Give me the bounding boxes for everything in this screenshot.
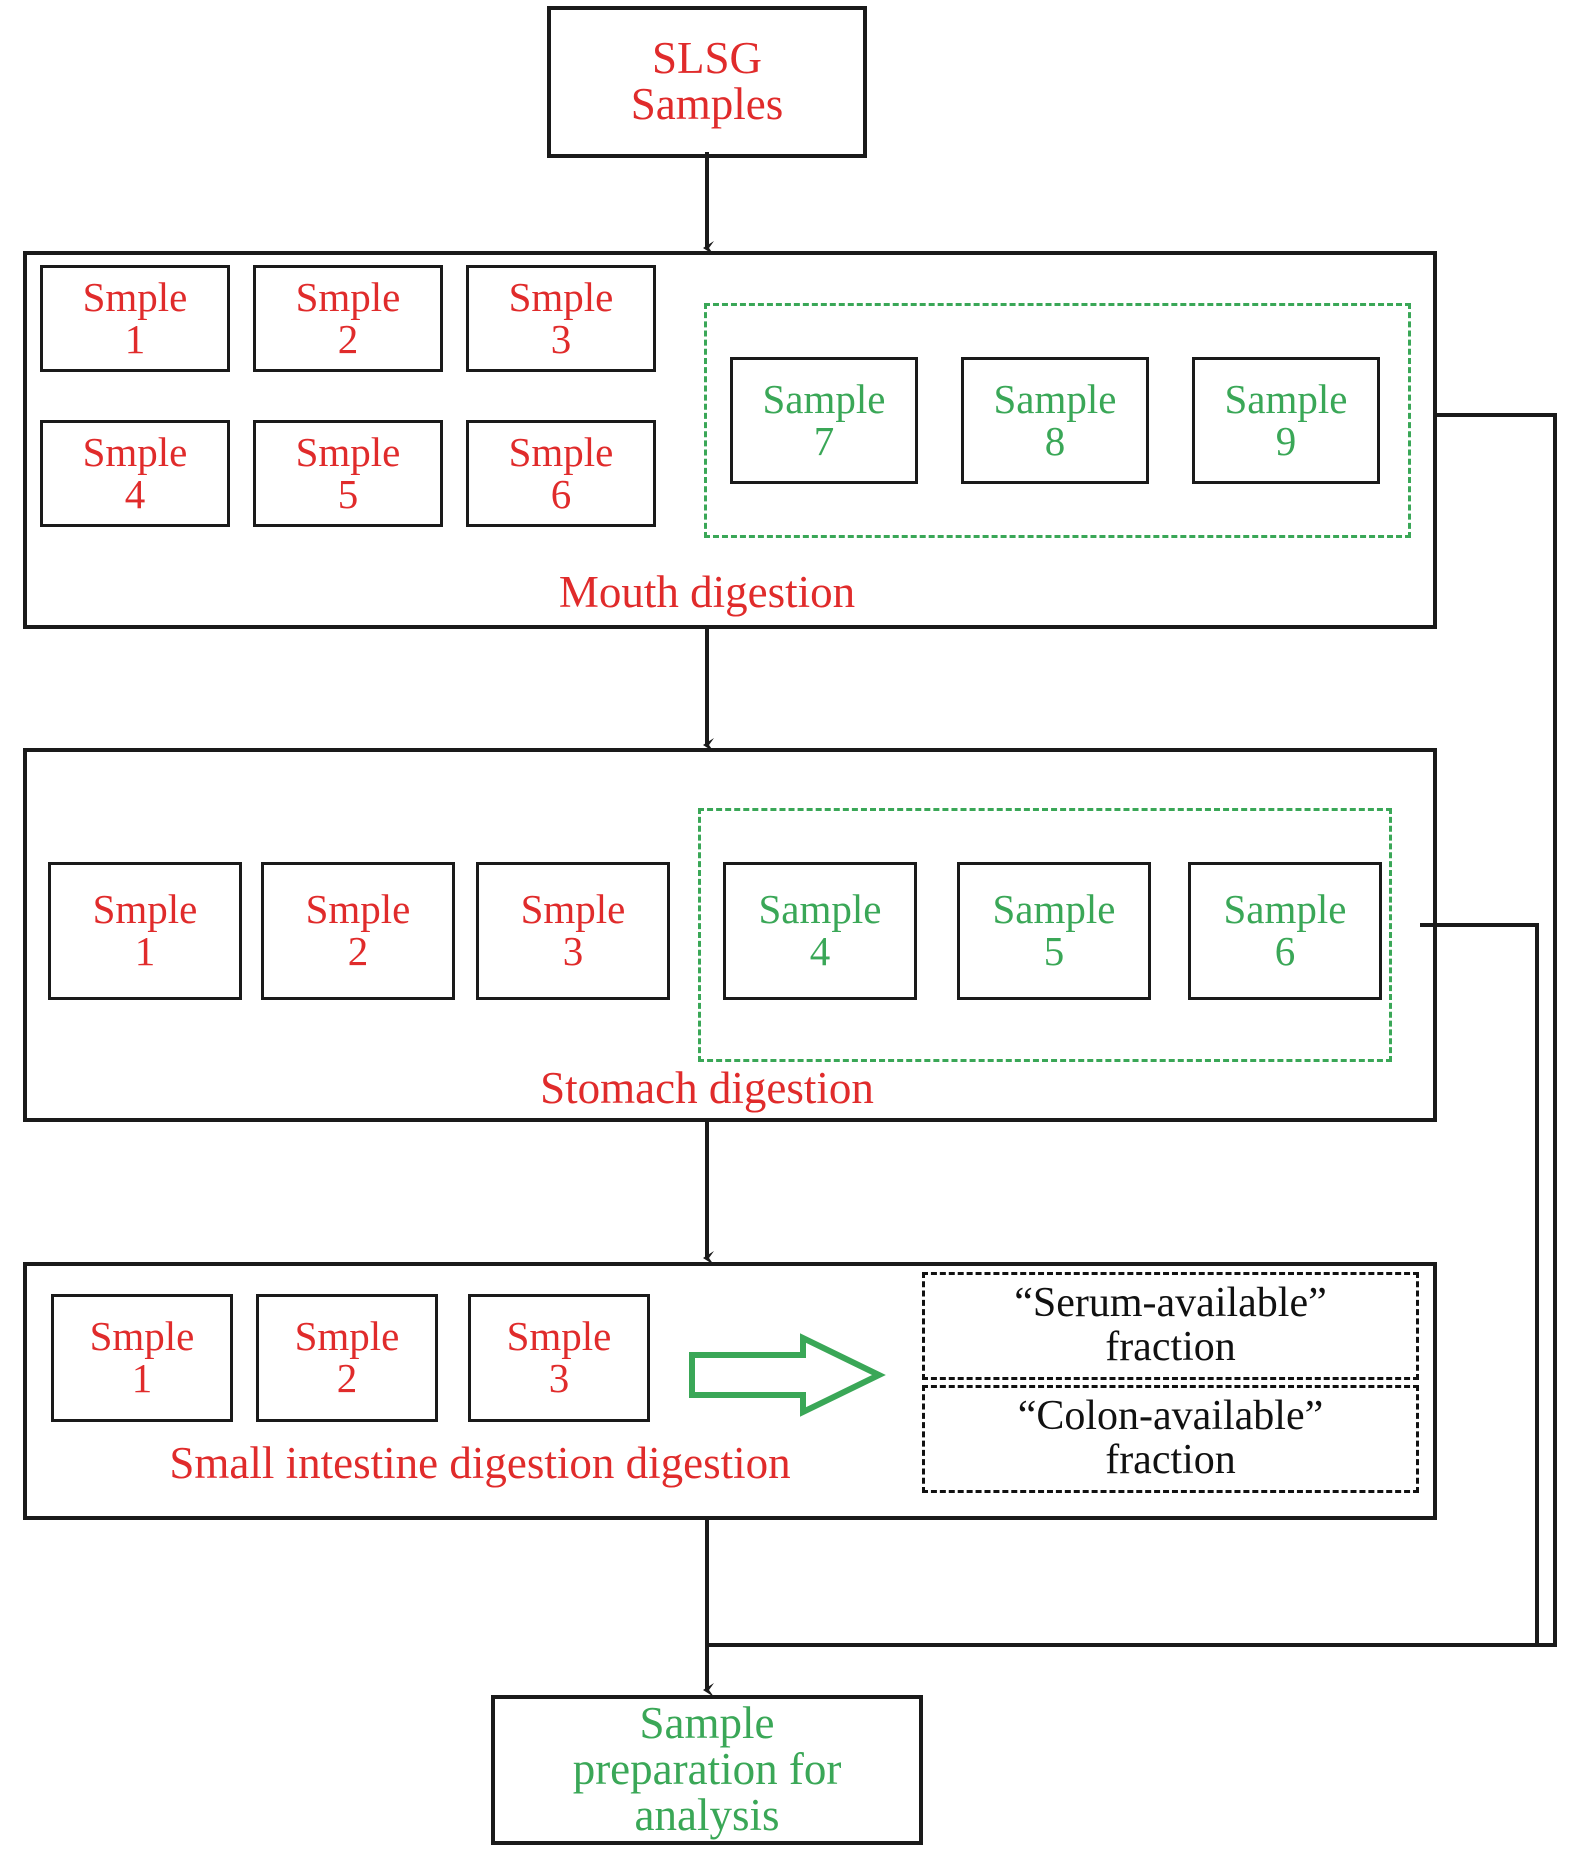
mouth-sample-card-2: Smple 2 xyxy=(253,265,443,372)
sample-number: 4 xyxy=(124,470,146,517)
sample-number: 5 xyxy=(1043,928,1065,974)
mouth-green-group-outline xyxy=(704,303,1411,538)
final-line2: preparation for xyxy=(572,1744,842,1795)
sample-label: Sample xyxy=(993,375,1117,422)
mouth-digestion-label: Mouth digestion xyxy=(558,567,856,617)
sample-label: Sample xyxy=(1223,886,1347,933)
mouth-sample-card-6: Smple 6 xyxy=(466,420,656,527)
sample-label: Smple xyxy=(508,273,614,320)
colon-available-fraction-box: “Colon-available” fraction xyxy=(922,1385,1419,1493)
sample-number: 2 xyxy=(337,315,359,362)
fraction-line2: fraction xyxy=(1105,1437,1236,1483)
serum-available-fraction-box: “Serum-available” fraction xyxy=(922,1272,1419,1380)
sample-number: 6 xyxy=(1274,928,1296,974)
mouth-sample-card-7: Sample 7 xyxy=(730,357,918,484)
mouth-sample-card-5: Smple 5 xyxy=(253,420,443,527)
mouth-sample-card-4: Smple 4 xyxy=(40,420,230,527)
sample-label: Smple xyxy=(294,1313,400,1360)
stage-stomach-digestion xyxy=(23,748,1437,1122)
sample-preparation-box: Sample preparation for analysis xyxy=(491,1695,923,1845)
stomach-sample-card-1: Smple 1 xyxy=(48,862,242,1000)
sample-label: Smple xyxy=(82,273,188,320)
sample-label: Smple xyxy=(520,886,626,933)
slsg-samples-box: SLSG Samples xyxy=(547,6,867,158)
sample-label: Smple xyxy=(295,273,401,320)
connector-mouth-right-bypass xyxy=(707,413,1557,1647)
sample-number: 1 xyxy=(134,928,156,974)
intestine-sample-card-2: Smple 2 xyxy=(256,1294,438,1422)
slsg-title-line2: Samples xyxy=(630,79,784,129)
fraction-line1: “Colon-available” xyxy=(1017,1393,1324,1440)
stage-small-intestine-digestion xyxy=(23,1262,1437,1520)
sample-number: 8 xyxy=(1044,417,1066,464)
intestine-sample-card-3: Smple 3 xyxy=(468,1294,650,1422)
sample-number: 9 xyxy=(1275,417,1297,464)
connector-stomach-right-bypass xyxy=(1420,923,1539,1645)
fraction-line1: “Serum-available” xyxy=(1014,1280,1327,1327)
stomach-sample-card-6: Sample 6 xyxy=(1188,862,1382,1000)
intestine-sample-card-1: Smple 1 xyxy=(51,1294,233,1422)
sample-number: 3 xyxy=(550,315,572,362)
sample-label: Smple xyxy=(295,428,401,475)
sample-label: Smple xyxy=(82,428,188,475)
stomach-sample-card-5: Sample 5 xyxy=(957,862,1151,1000)
stomach-sample-card-3: Smple 3 xyxy=(476,862,670,1000)
stomach-sample-card-2: Smple 2 xyxy=(261,862,455,1000)
sample-number: 1 xyxy=(124,315,146,362)
sample-number: 6 xyxy=(550,470,572,517)
sample-number: 1 xyxy=(131,1355,153,1401)
sample-label: Sample xyxy=(992,886,1116,933)
sample-label: Sample xyxy=(762,375,886,422)
sample-label: Sample xyxy=(1224,375,1348,422)
sample-number: 3 xyxy=(562,928,584,974)
small-intestine-digestion-label: Small intestine digestion digestion xyxy=(169,1438,791,1488)
sample-label: Smple xyxy=(89,1313,195,1360)
stage-mouth-digestion xyxy=(23,251,1437,629)
sample-label: Smple xyxy=(305,886,411,933)
fraction-line2: fraction xyxy=(1105,1324,1236,1370)
final-line1: Sample xyxy=(639,1698,775,1749)
sample-number: 5 xyxy=(337,470,359,517)
sample-label: Smple xyxy=(508,428,614,475)
sample-number: 4 xyxy=(809,928,831,974)
sample-label: Sample xyxy=(758,886,882,933)
mouth-sample-card-8: Sample 8 xyxy=(961,357,1149,484)
sample-number: 2 xyxy=(347,928,369,974)
sample-number: 2 xyxy=(336,1355,358,1401)
mouth-sample-card-9: Sample 9 xyxy=(1192,357,1380,484)
sample-label: Smple xyxy=(506,1313,612,1360)
sample-number: 7 xyxy=(813,417,835,464)
final-line3: analysis xyxy=(634,1789,780,1840)
sample-number: 3 xyxy=(548,1355,570,1401)
stomach-green-group-outline xyxy=(698,808,1392,1062)
green-block-arrow-icon xyxy=(689,1333,886,1417)
mouth-sample-card-1: Smple 1 xyxy=(40,265,230,372)
mouth-sample-card-3: Smple 3 xyxy=(466,265,656,372)
stomach-digestion-label: Stomach digestion xyxy=(540,1063,874,1113)
sample-label: Smple xyxy=(92,886,198,933)
slsg-title-line1: SLSG xyxy=(651,33,763,84)
stomach-sample-card-4: Sample 4 xyxy=(723,862,917,1000)
